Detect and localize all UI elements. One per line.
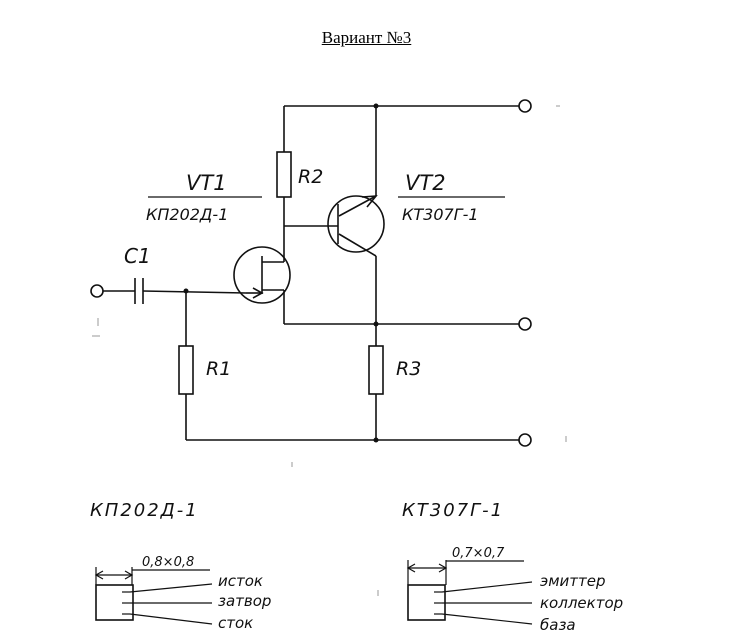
package-right-name: КТ307Г-1 <box>402 500 504 521</box>
package-right-pin-line <box>441 613 533 625</box>
output-terminal-middle <box>518 317 532 331</box>
page-title: Вариант №3 <box>0 28 733 48</box>
r3-resistor <box>368 345 384 395</box>
package-left-pin-line <box>129 613 213 625</box>
vt2-collector <box>338 233 377 257</box>
vt1-transistor-body <box>233 246 291 304</box>
c1-label: C1 <box>124 244 151 268</box>
package-left-pin-gate: затвор <box>218 592 271 610</box>
input-terminal <box>90 284 104 298</box>
package-right-pin-line <box>441 581 533 593</box>
output-terminal-bottom <box>518 433 532 447</box>
r2-label: R2 <box>298 166 323 188</box>
package-right-size: 0,7×0,7 <box>452 546 505 561</box>
r3-label: R3 <box>396 358 421 380</box>
junction-dot-bottom <box>373 437 379 443</box>
title-text: Вариант №3 <box>321 28 412 47</box>
r1-resistor <box>178 345 194 395</box>
package-left-pin-line <box>129 583 213 593</box>
package-left-pin-drain: сток <box>218 614 253 632</box>
vt1-part-label: КП202Д-1 <box>146 205 228 224</box>
package-right-pin-collector: коллектор <box>540 594 623 612</box>
gate-wire <box>142 290 247 294</box>
package-left-name: КП202Д-1 <box>90 500 199 521</box>
vt2-transistor-body <box>327 195 385 253</box>
package-right-pin-base: база <box>540 616 576 634</box>
r2-resistor <box>276 151 292 198</box>
package-right-pin-emitter: эмиттер <box>540 572 606 590</box>
vt2-name-label: VT2 <box>405 171 446 195</box>
package-left-pin-source: исток <box>218 572 263 590</box>
vt1-gate-arrow <box>252 287 264 299</box>
vt2-emitter <box>338 195 377 217</box>
r1-label: R1 <box>206 358 231 380</box>
package-left-size: 0,8×0,8 <box>142 555 194 570</box>
output-terminal-top <box>518 99 532 113</box>
vt1-name-label: VT1 <box>186 171 227 195</box>
vt2-part-label: КТ307Г-1 <box>402 205 479 224</box>
